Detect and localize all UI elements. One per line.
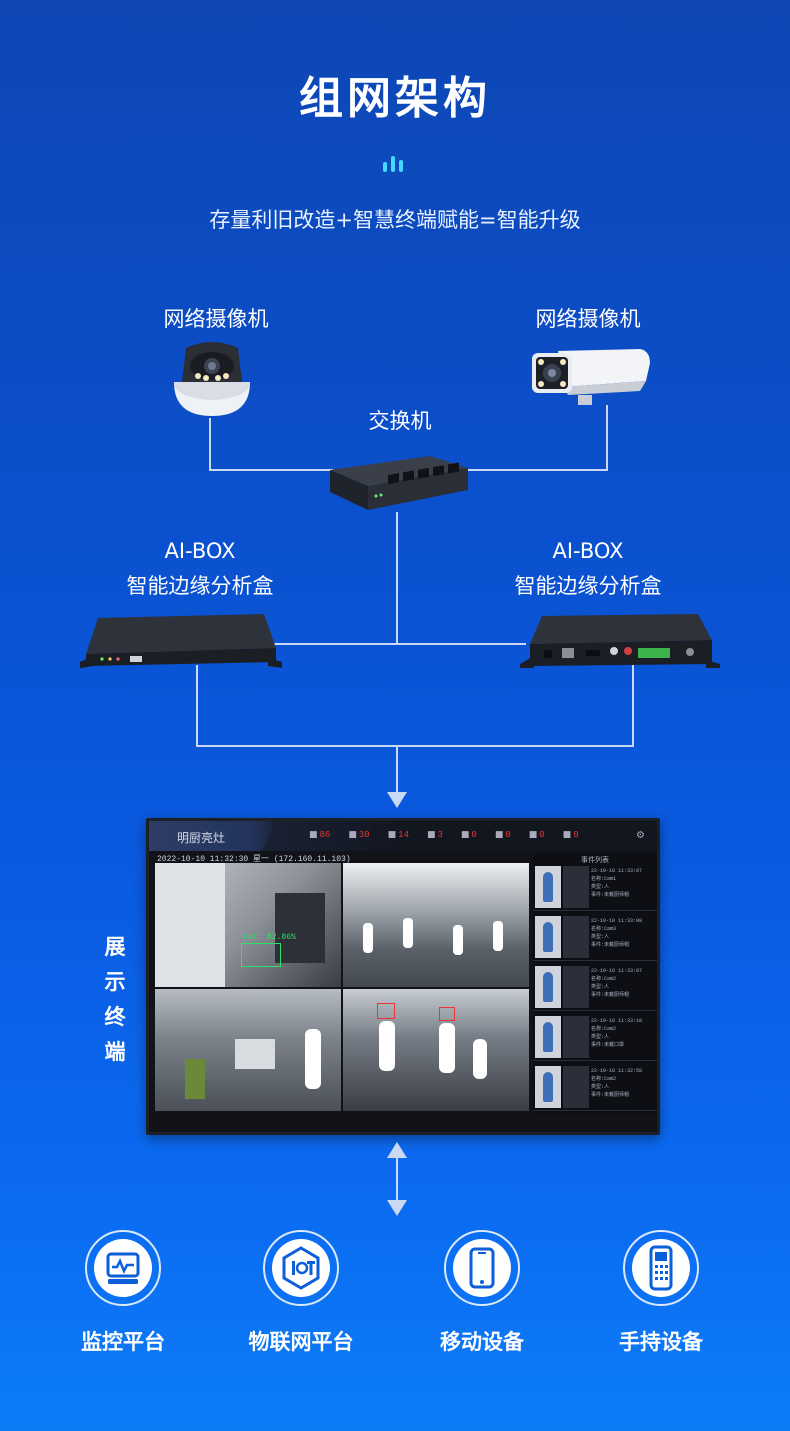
bullet-camera-icon <box>532 349 650 405</box>
dome-camera-icon <box>174 342 250 416</box>
screen-brand: 明厨亮灶 <box>177 831 226 845</box>
screen-header: 明厨亮灶 ■86 ■30 ■14 ■3 ■0 ■0 ■0 ■0 ⚙ <box>149 821 657 851</box>
switch-label: 交换机 <box>368 409 432 433</box>
screen-stats: ■86 ■30 ■14 ■3 ■0 ■0 ■0 ■0 <box>309 830 579 840</box>
monitor-platform-circle <box>85 1230 161 1306</box>
signal-bars-icon <box>381 152 409 172</box>
arrow-down-icon <box>387 792 407 808</box>
camera-feed-3[interactable] <box>155 989 341 1111</box>
iot-platform-circle <box>263 1230 339 1306</box>
ai-box-left-icon <box>80 614 282 668</box>
double-arrow-icon <box>387 1142 407 1216</box>
aibox-right-subtitle: 智能边缘分析盒 <box>514 574 662 598</box>
camera-right-label: 网络摄像机 <box>535 307 641 331</box>
display-monitor: 明厨亮灶 ■86 ■30 ■14 ■3 ■0 ■0 ■0 ■0 ⚙ 2022-1… <box>146 818 660 1135</box>
aibox-left-subtitle: 智能边缘分析盒 <box>126 574 274 598</box>
monitor-platform-icon <box>106 1252 140 1284</box>
screen-datetime: 2022-10-10 11:32:30 星一 (172.160.11.103) <box>157 855 351 864</box>
page-title: 组网架构 <box>299 73 491 124</box>
settings-icon[interactable]: ⚙ <box>636 830 645 841</box>
iot-platform-icon <box>282 1246 320 1290</box>
event-panel-title: 事件列表 <box>581 856 609 864</box>
camera-feed-1[interactable]: rat: 82.86% <box>155 863 341 987</box>
aibox-right-title: AI-BOX <box>552 539 624 563</box>
platform-label-iot: 物联网平台 <box>248 1330 354 1354</box>
mobile-phone-icon <box>469 1247 495 1289</box>
page-subtitle: 存量利旧改造+智慧终端赋能=智能升级 <box>209 208 581 232</box>
handheld-device-icon <box>649 1245 673 1291</box>
handheld-device-circle <box>623 1230 699 1306</box>
camera-feed-4[interactable] <box>343 989 529 1111</box>
platform-label-monitor: 监控平台 <box>81 1330 165 1354</box>
network-switch-icon <box>330 456 468 510</box>
platform-label-mobile: 移动设备 <box>440 1330 524 1354</box>
camera-feed-2[interactable] <box>343 863 529 987</box>
platform-label-handheld: 手持设备 <box>619 1330 703 1354</box>
camera-feeds: rat: 82.86% <box>155 863 529 1111</box>
aibox-left-title: AI-BOX <box>164 539 236 563</box>
camera-left-label: 网络摄像机 <box>163 307 269 331</box>
display-terminal-label: 展 示 终 端 <box>104 935 126 1064</box>
mobile-device-circle <box>444 1230 520 1306</box>
ai-box-right-icon <box>520 614 720 668</box>
